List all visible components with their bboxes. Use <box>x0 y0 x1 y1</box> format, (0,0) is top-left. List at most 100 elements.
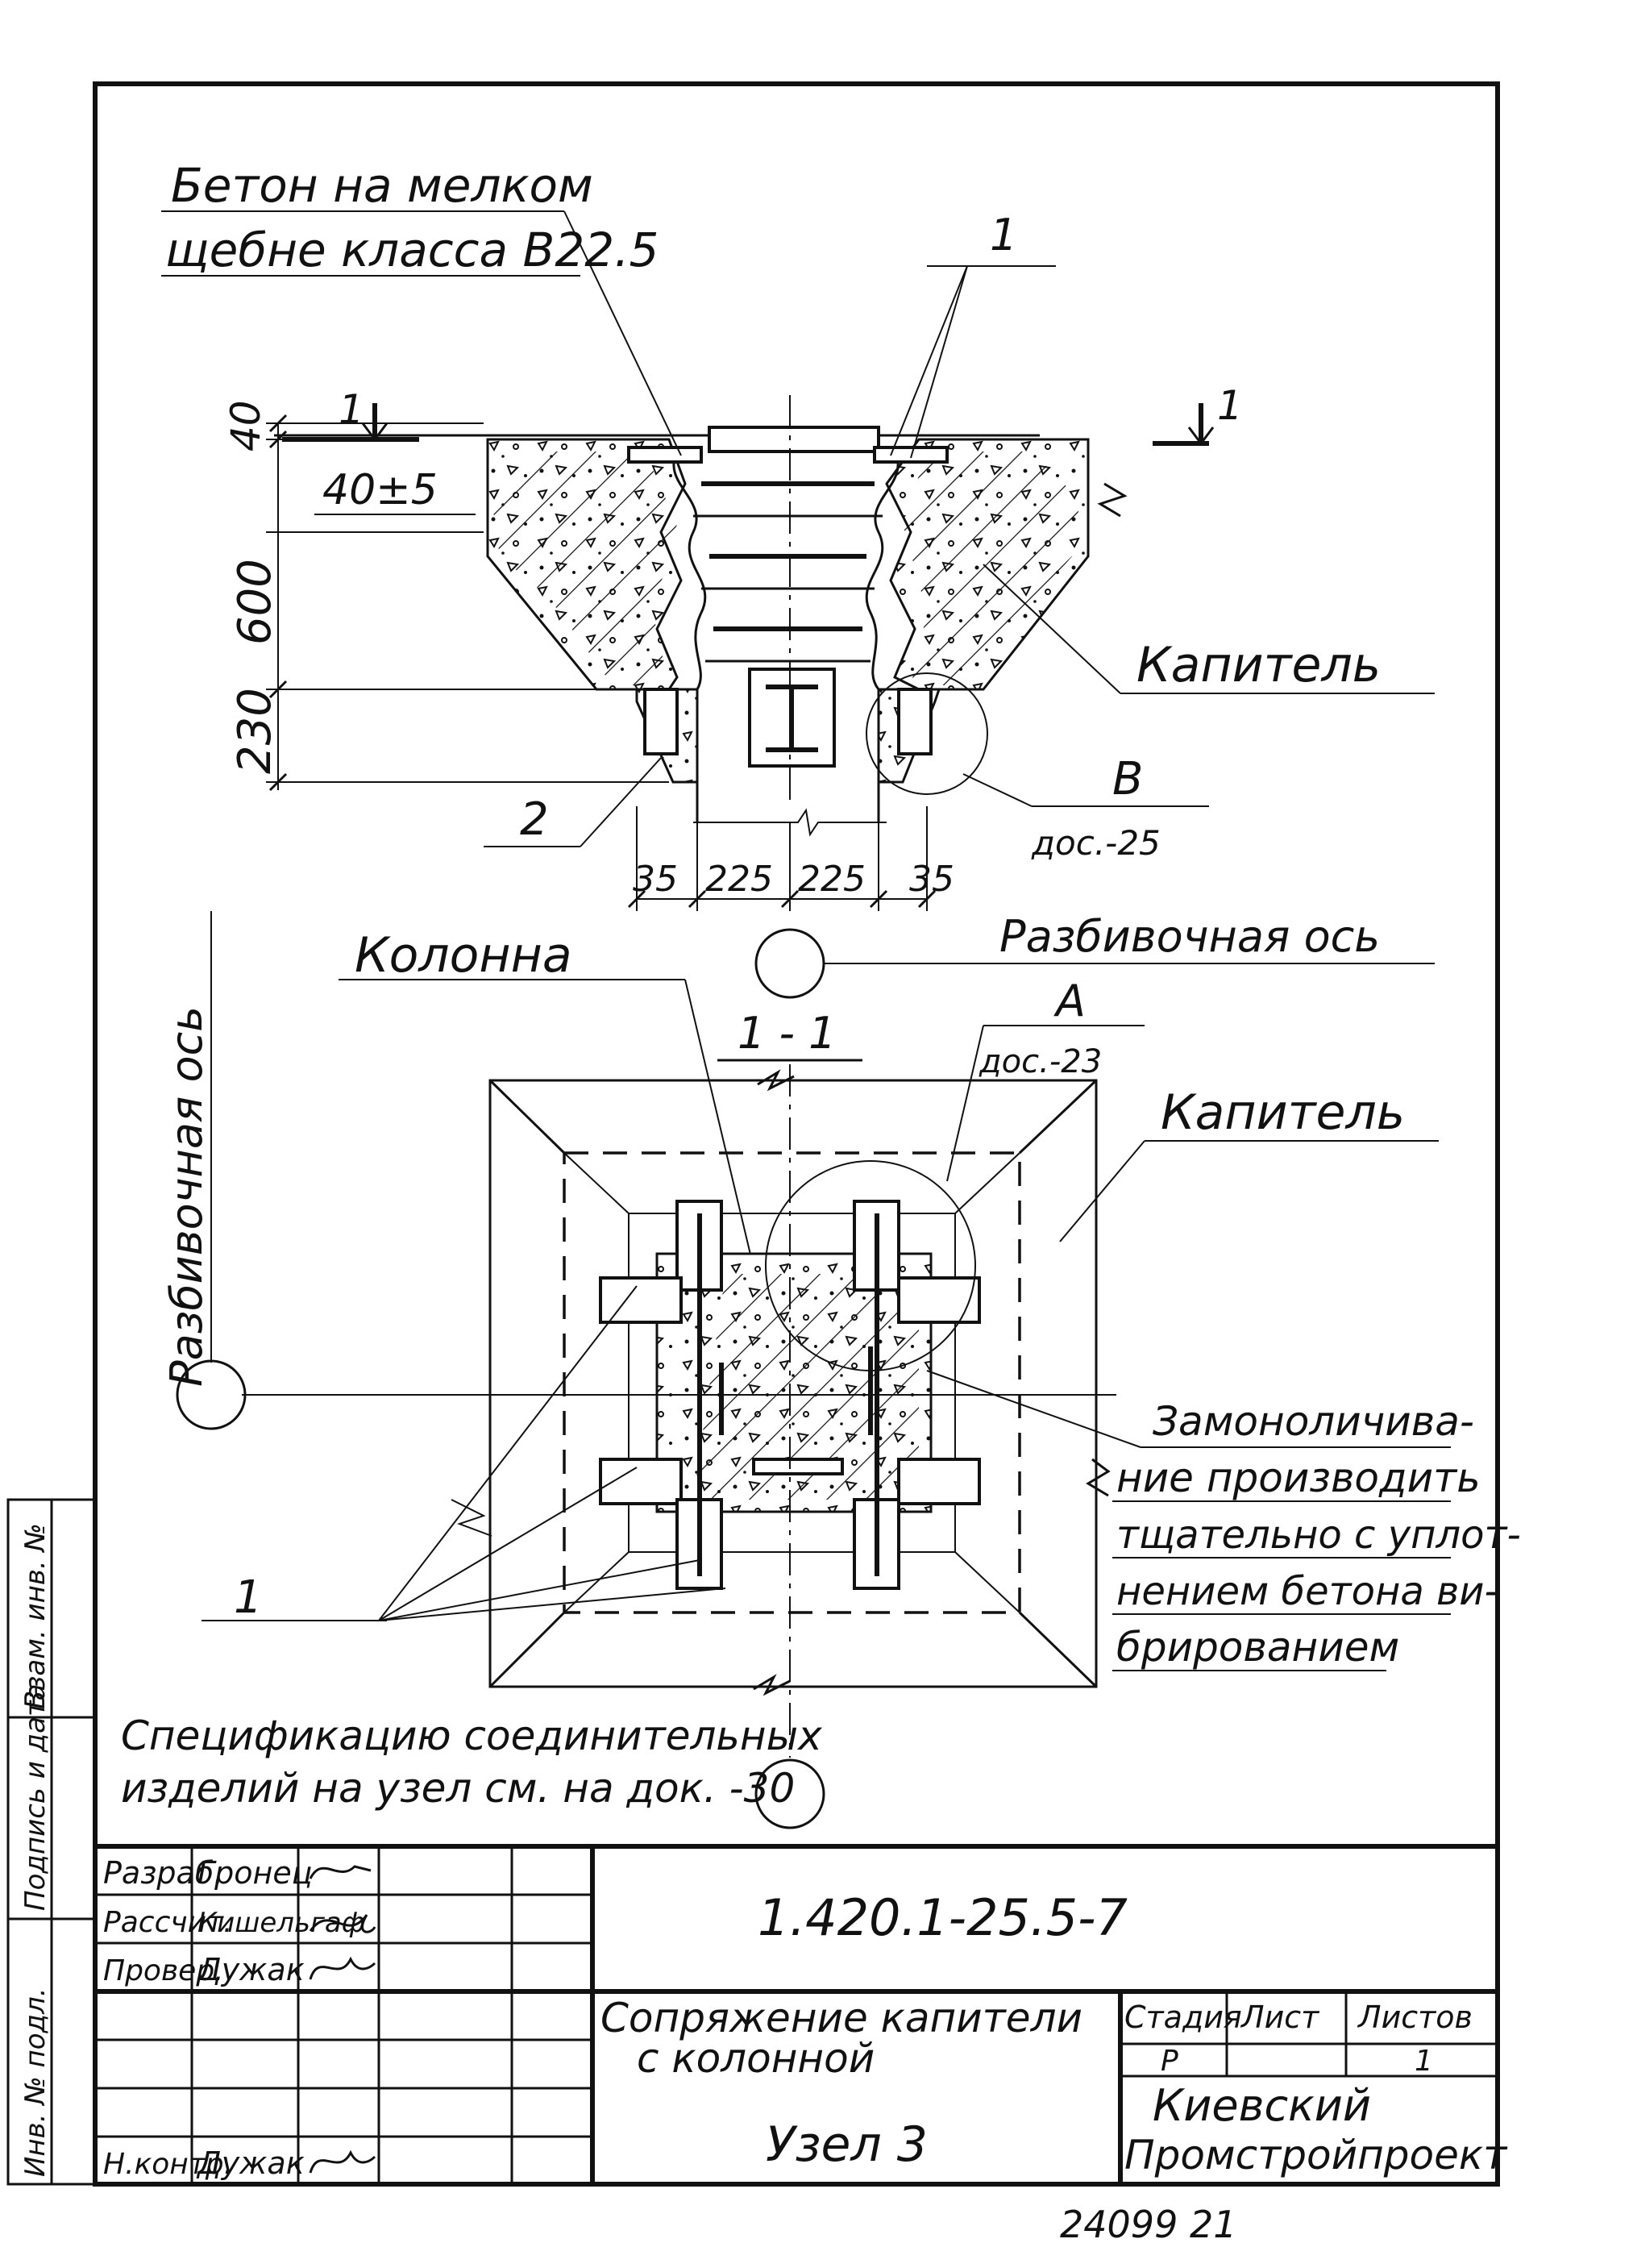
dim-width-1: 35 <box>633 859 678 900</box>
axis-bubble-top <box>754 928 825 999</box>
bracket-right-top <box>897 1276 981 1324</box>
capital-label-section-leader <box>983 564 1121 694</box>
side-stamp-inv: Инв. № подл. <box>19 1987 52 2177</box>
detail-b-circle <box>866 672 988 795</box>
top-embedded-plate <box>708 426 880 453</box>
side-stamp-sign: Подпись и дата <box>19 1683 52 1911</box>
slab-break-right <box>1097 482 1128 518</box>
spec-note-line2: изделий на узел см. на док. -30 <box>121 1765 795 1812</box>
tb-title-line2: с колонной <box>637 2035 875 2082</box>
monolith-note-leader <box>926 1370 1141 1448</box>
dim-width-2: 225 <box>705 859 773 900</box>
tb-name-3: Дужак <box>196 1952 305 1987</box>
part-2-label: 2 <box>520 793 549 846</box>
corrugated-joint-left <box>672 451 707 690</box>
top-plate-right <box>873 446 949 464</box>
part-1-top-label: 1 <box>990 210 1017 260</box>
plan-dashed-square <box>563 1151 1021 1614</box>
part-2-leader <box>580 757 662 847</box>
tb-role-3: Провер. <box>103 1954 224 1987</box>
tb-stage-header: Стадия <box>1124 2000 1242 2035</box>
plan-bottom-plate <box>752 1458 844 1475</box>
plan-column-hatch <box>693 1274 919 1500</box>
section-view <box>274 395 1209 837</box>
tb-stage-value: Р <box>1161 2045 1178 2078</box>
tb-sheets-value: 1 <box>1415 2045 1433 2078</box>
bracket-left-top <box>599 1276 683 1324</box>
svg-text:1: 1 <box>1217 382 1243 429</box>
detail-b-ref: дос.-25 <box>1031 823 1161 863</box>
side-stamp-replace: Взам. инв. № <box>19 1523 52 1709</box>
concrete-note-line1: Бетон на мелком <box>171 158 593 213</box>
svg-text:1: 1 <box>339 386 364 433</box>
left-bracket <box>643 688 679 755</box>
corrugated-joint-right <box>865 451 900 690</box>
tb-sheets-header: Листов <box>1357 2000 1473 2035</box>
section-mark-left: 1 <box>282 386 419 442</box>
axis-bubble-left <box>176 1359 247 1430</box>
spec-note-line1: Спецификацию соединительных <box>121 1712 822 1759</box>
tb-role-1: Разраб. <box>103 1855 223 1891</box>
detail-b-letter: В <box>1112 753 1143 805</box>
bracket-right-bottom <box>897 1458 981 1505</box>
dim-40: 40 <box>222 400 269 452</box>
tb-title-line1: Сопряжение капители <box>600 1995 1082 2041</box>
top-plate-left <box>627 446 703 464</box>
monolith-note-line5: брированием <box>1116 1624 1399 1671</box>
detail-a-ref: дос.-23 <box>979 1043 1102 1080</box>
plan-break-bottom <box>753 1674 791 1696</box>
dim-40-tolerance: 40±5 <box>322 466 438 514</box>
plan-outer-square <box>488 1079 1098 1688</box>
part-1-leader-2 <box>378 1467 638 1621</box>
right-bracket <box>897 688 933 755</box>
capital-label-plan: Капитель <box>1161 1084 1405 1141</box>
tb-name-4: Дужак <box>196 2145 305 2181</box>
plan-view <box>242 1064 1116 1758</box>
plan-inner-square <box>628 1213 956 1553</box>
monolith-note-line1: Замоноличива- <box>1153 1398 1474 1445</box>
tb-sheet-header: Лист <box>1240 2000 1320 2035</box>
monolith-note-line2: ние производить <box>1116 1454 1481 1501</box>
monolith-note-line3: тщательно с уплот- <box>1116 1513 1521 1558</box>
side-stamp <box>6 1498 97 2186</box>
tb-name-1: Гронец <box>197 1855 313 1891</box>
tb-role-4: Н.контр. <box>103 2148 233 2181</box>
axis-label-horizontal: Разбивочная ось <box>999 911 1380 962</box>
detail-b-leader <box>962 773 1033 807</box>
concrete-note-line2: щебне класса В22.5 <box>165 223 659 277</box>
part-1-leader-3 <box>378 1559 700 1621</box>
vertical-dimension-chain <box>266 414 669 792</box>
tb-role-2: Рассчит. <box>103 1906 232 1939</box>
left-capital-hatch <box>492 452 677 685</box>
axis-bubble-bottom <box>754 1758 825 1829</box>
part-1-leader-1 <box>378 1285 638 1621</box>
plan-break-right <box>1086 1458 1111 1497</box>
capital-label-plan-leader <box>1059 1140 1145 1242</box>
dim-600: 600 <box>229 559 281 645</box>
horizontal-dimension-chain <box>627 806 937 911</box>
concrete-note-leader <box>563 210 682 456</box>
tb-org-line2: Промстройпроект <box>1124 2132 1508 2179</box>
column-rings <box>693 481 883 663</box>
tb-org-line1: Киевский <box>1153 2080 1371 2131</box>
monolith-note-line4: нением бетона ви- <box>1116 1569 1498 1614</box>
section-title: 1 - 1 <box>738 1008 837 1059</box>
detail-a-circle <box>765 1160 976 1371</box>
axis-label-vertical: Разбивочная ось <box>161 1006 212 1387</box>
plan-break-top <box>757 1069 795 1092</box>
title-block <box>93 1844 1500 2187</box>
column-label: Колонна <box>355 927 572 984</box>
dim-230: 230 <box>229 688 281 774</box>
detail-a-letter: А <box>1053 976 1086 1026</box>
tb-document-code: 1.420.1-25.5-7 <box>758 1888 1128 1947</box>
part-1-bottom-label: 1 <box>234 1571 263 1624</box>
part-1-leader-4 <box>378 1588 726 1621</box>
i-beam-section <box>766 685 818 752</box>
signatures <box>309 1865 376 2174</box>
section-mark-right: 1 <box>1153 382 1243 446</box>
part-1-leader-a <box>890 265 968 456</box>
dim-width-4: 35 <box>909 859 954 900</box>
detail-a-leader <box>946 1025 984 1182</box>
tb-node: Узел 3 <box>766 2116 928 2173</box>
